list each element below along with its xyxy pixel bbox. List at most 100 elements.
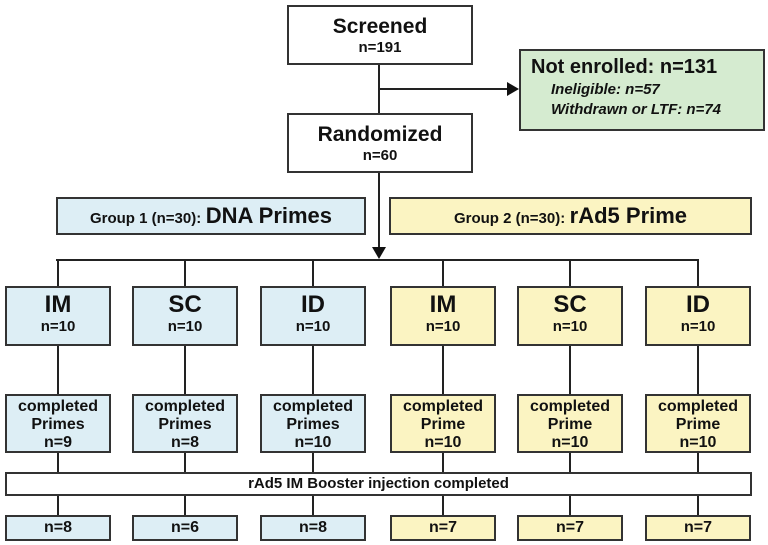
- arm-box: ID n=10: [645, 286, 751, 346]
- reason-withdrawn: Withdrawn or LTF: n=74: [551, 101, 722, 118]
- screened-count: n=191: [358, 39, 402, 56]
- connector-booster-to-final: [312, 495, 314, 516]
- arm-count: n=10: [425, 318, 461, 335]
- arm-route: IM: [44, 291, 72, 318]
- connector-booster-to-final: [569, 495, 571, 516]
- arm-box: IM n=10: [390, 286, 496, 346]
- group-2-prefix: Group 2 (n=30):: [453, 210, 566, 227]
- boosted-box: n=8: [260, 515, 366, 541]
- connector-booster-to-final: [442, 495, 444, 516]
- boosted-box: n=7: [645, 515, 751, 541]
- screened-title: Screened: [332, 15, 428, 38]
- completed-label: completed: [657, 398, 738, 415]
- arm-count: n=10: [295, 318, 331, 335]
- connector-branch-to-arm: [57, 260, 59, 287]
- connector-branch-to-arm: [312, 260, 314, 287]
- completed-count: n=8: [170, 434, 199, 451]
- arm-box: ID n=10: [260, 286, 366, 346]
- completed-label: completed: [144, 398, 225, 415]
- screened-box: Screened n=191: [287, 5, 473, 65]
- completed-box: completed Prime n=10: [390, 394, 496, 453]
- completed-count: n=10: [551, 434, 589, 451]
- arm-box: IM n=10: [5, 286, 111, 346]
- completed-box: completed Primes n=8: [132, 394, 238, 453]
- completed-box: completed Prime n=10: [517, 394, 623, 453]
- completed-label: completed: [402, 398, 483, 415]
- connector-arm-to-completed: [442, 346, 444, 395]
- connector-branch-to-arm: [442, 260, 444, 287]
- completed-what: Prime: [420, 416, 466, 433]
- arm-count: n=10: [680, 318, 716, 335]
- connector-booster-to-final: [57, 495, 59, 516]
- completed-what: Primes: [158, 416, 212, 433]
- connector-completed-to-booster: [442, 453, 444, 473]
- connector-booster-to-final: [697, 495, 699, 516]
- completed-what: Prime: [675, 416, 721, 433]
- completed-count: n=10: [679, 434, 717, 451]
- boosted-box: n=8: [5, 515, 111, 541]
- group-1-prefix: Group 1 (n=30):: [89, 210, 202, 227]
- connector-branch-to-arm: [184, 260, 186, 287]
- arm-box: SC n=10: [132, 286, 238, 346]
- completed-label: completed: [17, 398, 98, 415]
- boosted-count: n=7: [428, 519, 457, 536]
- arrow-right-icon: [507, 82, 519, 96]
- boosted-count: n=8: [298, 519, 327, 536]
- not-enrolled-box: Not enrolled: n=131 Ineligible: n=57 Wit…: [519, 49, 765, 131]
- randomized-title: Randomized: [317, 123, 443, 146]
- group-2-box: Group 2 (n=30): rAd5 Prime: [389, 197, 752, 235]
- branch-horizontal: [56, 259, 699, 261]
- completed-count: n=9: [43, 434, 72, 451]
- completed-label: completed: [529, 398, 610, 415]
- randomized-box: Randomized n=60: [287, 113, 473, 173]
- boosted-box: n=7: [390, 515, 496, 541]
- arm-route: ID: [686, 291, 710, 318]
- completed-box: completed Prime n=10: [645, 394, 751, 453]
- connector-completed-to-booster: [312, 453, 314, 473]
- group-2-name: rAd5 Prime: [569, 203, 688, 228]
- booster-bar: rAd5 IM Booster injection completed: [5, 472, 752, 496]
- connector-arm-to-completed: [57, 346, 59, 395]
- group-1-box: Group 1 (n=30): DNA Primes: [56, 197, 366, 235]
- arm-route: IM: [429, 291, 457, 318]
- group-1-name: DNA Primes: [205, 203, 333, 228]
- arm-route: ID: [301, 291, 325, 318]
- arm-count: n=10: [552, 318, 588, 335]
- connector-completed-to-booster: [184, 453, 186, 473]
- completed-what: Primes: [286, 416, 340, 433]
- connector-arm-to-completed: [697, 346, 699, 395]
- arm-count: n=10: [167, 318, 203, 335]
- completed-count: n=10: [424, 434, 462, 451]
- not-enrolled-title: Not enrolled: n=131: [531, 56, 718, 78]
- boosted-count: n=7: [555, 519, 584, 536]
- connector-randomized-down: [378, 172, 380, 248]
- boosted-count: n=6: [170, 519, 199, 536]
- connector-booster-to-final: [184, 495, 186, 516]
- connector-to-not-enrolled: [379, 88, 507, 90]
- arm-box: SC n=10: [517, 286, 623, 346]
- connector-arm-to-completed: [569, 346, 571, 395]
- arm-count: n=10: [40, 318, 76, 335]
- connector-completed-to-booster: [697, 453, 699, 473]
- arm-route: SC: [168, 291, 202, 318]
- completed-box: completed Primes n=9: [5, 394, 111, 453]
- connector-branch-to-arm: [697, 260, 699, 287]
- boosted-count: n=7: [683, 519, 712, 536]
- connector-arm-to-completed: [184, 346, 186, 395]
- boosted-box: n=7: [517, 515, 623, 541]
- boosted-count: n=8: [43, 519, 72, 536]
- completed-label: completed: [272, 398, 353, 415]
- connector-arm-to-completed: [312, 346, 314, 395]
- randomized-count: n=60: [362, 147, 398, 164]
- connector-completed-to-booster: [569, 453, 571, 473]
- completed-box: completed Primes n=10: [260, 394, 366, 453]
- reason-ineligible: Ineligible: n=57: [551, 81, 660, 98]
- completed-what: Prime: [547, 416, 593, 433]
- arm-route: SC: [553, 291, 587, 318]
- boosted-box: n=6: [132, 515, 238, 541]
- completed-what: Primes: [31, 416, 85, 433]
- connector-completed-to-booster: [57, 453, 59, 473]
- arrow-down-icon: [372, 247, 386, 259]
- completed-count: n=10: [294, 434, 332, 451]
- booster-label: rAd5 IM Booster injection completed: [248, 475, 509, 492]
